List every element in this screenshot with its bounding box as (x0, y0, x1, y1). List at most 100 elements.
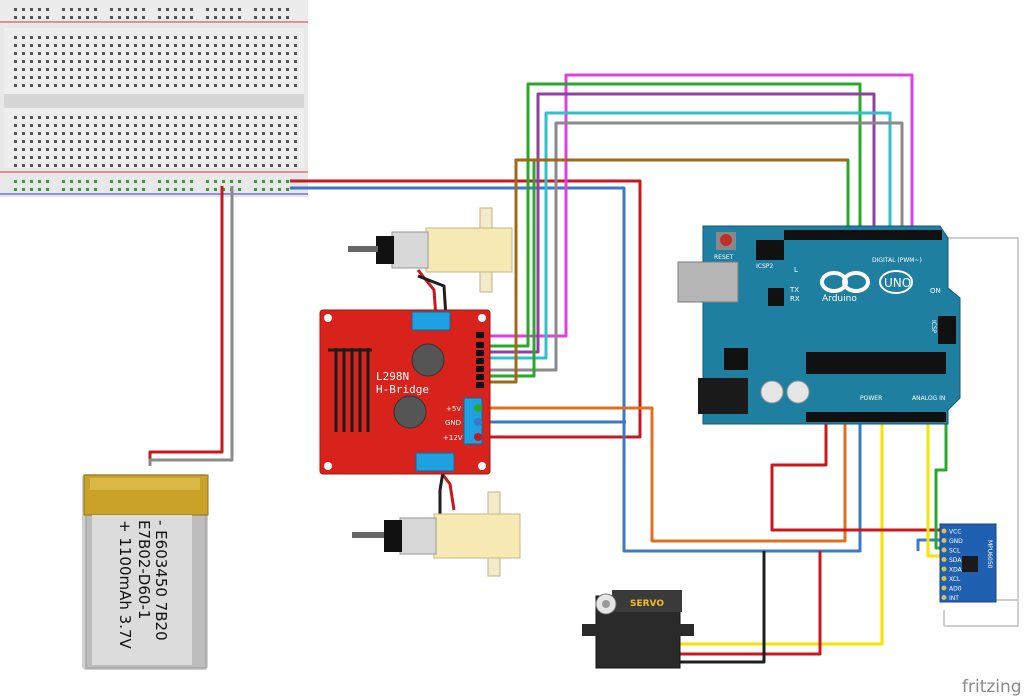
breadboard-hole (118, 52, 121, 55)
breadboard-hole (246, 44, 249, 47)
breadboard-hole (126, 60, 129, 63)
imu-pin-label: XCL (949, 576, 961, 583)
breadboard-hole (94, 44, 97, 47)
breadboard-hole (206, 8, 209, 11)
breadboard-hole (54, 44, 57, 47)
breadboard-hole (222, 116, 225, 119)
breadboard-hole (142, 76, 145, 79)
breadboard-hole (182, 68, 185, 71)
breadboard-hole (118, 132, 121, 135)
breadboard-hole (22, 132, 25, 135)
breadboard-hole (278, 52, 281, 55)
breadboard-hole (214, 180, 217, 183)
breadboard-hole (190, 124, 193, 127)
breadboard-hole (94, 52, 97, 55)
breadboard-hole (46, 148, 49, 151)
breadboard-hole (254, 36, 257, 39)
breadboard-hole (246, 52, 249, 55)
breadboard-hole (206, 52, 209, 55)
breadboard-hole (102, 116, 105, 119)
driver-title-2: H-Bridge (376, 383, 429, 396)
breadboard-hole (150, 84, 153, 87)
breadboard-hole (46, 36, 49, 39)
breadboard-hole (190, 60, 193, 63)
breadboard-hole (78, 16, 81, 19)
breadboard-hole (238, 52, 241, 55)
breadboard-hole (86, 180, 89, 183)
imu-pin (941, 566, 947, 572)
breadboard-hole (102, 76, 105, 79)
breadboard-hole (110, 148, 113, 151)
breadboard-hole (110, 188, 113, 191)
arduino-led-l: L (794, 266, 798, 274)
imu-pin (941, 538, 947, 543)
breadboard-hole (46, 132, 49, 135)
breadboard-hole (286, 188, 289, 191)
breadboard-hole (94, 116, 97, 119)
breadboard-hole (190, 68, 193, 71)
breadboard-hole (94, 180, 97, 183)
battery-black-wire (148, 186, 234, 466)
breadboard-hole (102, 36, 105, 39)
breadboard-hole (182, 36, 185, 39)
breadboard-hole (94, 188, 97, 191)
breadboard-hole (38, 180, 41, 183)
breadboard-hole (70, 44, 73, 47)
driver-pin-12v: +12V (443, 434, 463, 442)
breadboard-hole (94, 164, 97, 167)
breadboard-hole (166, 76, 169, 79)
breadboard-hole (222, 16, 225, 19)
breadboard-hole (14, 132, 17, 135)
breadboard-hole (270, 8, 273, 11)
breadboard-hole (166, 180, 169, 183)
breadboard-hole (206, 132, 209, 135)
5v-orange-wire (482, 406, 847, 543)
breadboard-hole (190, 16, 193, 19)
breadboard-hole (150, 116, 153, 119)
breadboard-hole (110, 68, 113, 71)
breadboard-hole (238, 132, 241, 135)
breadboard-hole (150, 76, 153, 79)
breadboard-hole (214, 188, 217, 191)
breadboard-hole (174, 76, 177, 79)
breadboard-hole (22, 188, 25, 191)
battery-label-2: E7B02-D60-1 (135, 520, 153, 619)
breadboard-hole (230, 8, 233, 11)
breadboard-hole (70, 132, 73, 135)
imu-pin-label: INT (949, 595, 959, 602)
breadboard-hole (110, 132, 113, 135)
breadboard-hole (286, 44, 289, 47)
breadboard-hole (22, 140, 25, 143)
breadboard-hole (54, 156, 57, 159)
breadboard-hole (254, 156, 257, 159)
breadboard-hole (182, 16, 185, 19)
breadboard-hole (270, 140, 273, 143)
driver-title-1: L298N (376, 370, 409, 383)
battery-label-1: - E603450 7B20 (152, 520, 170, 641)
breadboard-hole (70, 84, 73, 87)
breadboard-hole (166, 84, 169, 87)
breadboard-hole (134, 68, 137, 71)
breadboard-hole (118, 36, 121, 39)
servo-label: SERVO (630, 599, 664, 609)
breadboard-hole (126, 116, 129, 119)
breadboard-hole (118, 68, 121, 71)
breadboard-hole (158, 44, 161, 47)
breadboard-hole (158, 156, 161, 159)
breadboard-hole (102, 124, 105, 127)
breadboard-hole (278, 156, 281, 159)
breadboard-hole (206, 84, 209, 87)
breadboard-hole (110, 76, 113, 79)
breadboard-hole (222, 44, 225, 47)
imu-red-wire (770, 410, 942, 532)
breadboard-hole (94, 156, 97, 159)
breadboard-hole (254, 140, 257, 143)
ctrl-cyan-wire (482, 111, 892, 360)
breadboard-hole (158, 188, 161, 191)
breadboard-hole (230, 16, 233, 19)
breadboard-hole (38, 124, 41, 127)
breadboard-hole (278, 44, 281, 47)
breadboard-hole (22, 68, 25, 71)
breadboard-hole (62, 16, 65, 19)
breadboard-hole (254, 124, 257, 127)
